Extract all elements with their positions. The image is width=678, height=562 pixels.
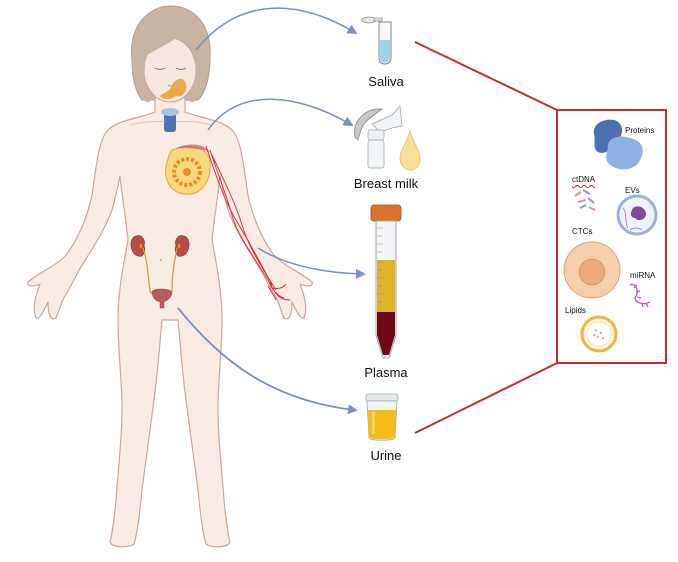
label-ctcs: CTCs bbox=[572, 227, 593, 236]
urine-cup-icon bbox=[365, 393, 399, 441]
arrow-to-breast-milk bbox=[207, 98, 354, 131]
label-saliva: Saliva bbox=[368, 74, 404, 89]
lipid-particle-icon bbox=[580, 315, 618, 353]
salivary-gland bbox=[160, 78, 187, 99]
tumor-cell-icon bbox=[563, 241, 621, 299]
eye-right bbox=[175, 67, 187, 70]
body-silhouette bbox=[27, 94, 313, 548]
sampling-arrows bbox=[177, 7, 366, 415]
hair-bangs bbox=[140, 18, 204, 60]
arm-blood-vessels bbox=[205, 145, 291, 301]
biomarker-callout bbox=[414, 41, 667, 434]
eye-left bbox=[154, 67, 166, 70]
label-breast-milk: Breast milk bbox=[353, 176, 419, 191]
callout-line-top bbox=[414, 41, 558, 111]
microcentrifuge-tube-icon bbox=[361, 16, 392, 65]
label-urine: Urine bbox=[370, 448, 402, 463]
label-proteins: Proteins bbox=[625, 126, 655, 135]
mirna-icon bbox=[629, 283, 651, 308]
arrow-to-urine bbox=[177, 307, 358, 415]
extracellular-vesicle-icon bbox=[616, 194, 658, 236]
mammary-gland bbox=[165, 144, 211, 195]
label-plasma: Plasma bbox=[364, 365, 408, 380]
arrow-to-plasma bbox=[257, 247, 366, 279]
dna-fragments-icon bbox=[574, 189, 596, 211]
label-evs: EVs bbox=[625, 186, 640, 195]
callout-line-bottom bbox=[414, 362, 558, 434]
label-lipids: Lipids bbox=[565, 306, 586, 315]
arrow-to-saliva bbox=[195, 7, 358, 51]
human-body bbox=[27, 5, 313, 548]
kidneys bbox=[130, 235, 190, 295]
blood-collection-tube-icon bbox=[370, 204, 402, 359]
bladder bbox=[151, 288, 173, 309]
breast-pump-icon bbox=[354, 105, 421, 171]
label-mirna: miRNA bbox=[630, 271, 656, 280]
protein-icon bbox=[593, 119, 643, 170]
thyroid-trachea bbox=[161, 108, 179, 132]
navel bbox=[160, 259, 162, 261]
label-ctdna: ctDNA bbox=[572, 175, 596, 184]
